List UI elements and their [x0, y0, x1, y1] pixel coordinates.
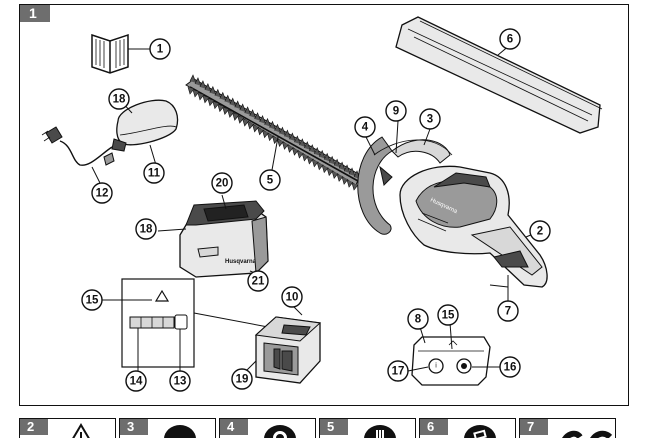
warning-triangle-icon: [72, 423, 90, 438]
black-circle-icon: [164, 425, 196, 438]
callout-number: 5: [267, 175, 274, 187]
callout-18: 18: [135, 218, 157, 240]
callout-3: 3: [419, 108, 441, 130]
callout-20: 20: [211, 172, 233, 194]
charger-adapter: [41, 99, 179, 166]
battery-pack: [254, 316, 322, 384]
callout-2: 2: [529, 220, 551, 242]
callout-number: 3: [427, 114, 433, 126]
callout-11: 11: [143, 162, 165, 184]
callout-number: 1: [157, 44, 164, 56]
callout-4: 4: [354, 116, 376, 138]
battery-circle-icon: [464, 425, 496, 438]
strip-panel-5: 5: [319, 418, 416, 438]
trimmer-body: Husqvarna: [399, 165, 548, 288]
callout-number: 18: [113, 94, 126, 106]
callout-8: 8: [407, 308, 429, 330]
strip-panel-number: 6: [420, 419, 448, 435]
strip-panel-number: 5: [320, 419, 348, 435]
callout-number: 7: [505, 306, 511, 318]
callout-9: 9: [385, 100, 407, 122]
callout-number: 20: [216, 178, 229, 190]
callout-number: 12: [96, 188, 109, 200]
callout-number: 9: [393, 106, 399, 118]
front-guard: [357, 136, 453, 235]
blade-cover: [395, 16, 603, 134]
callout-number: 18: [140, 224, 153, 236]
strip-panel-number: 4: [220, 419, 248, 435]
battery-status-panel: [121, 278, 195, 368]
control-panel-inset: i: [411, 336, 491, 386]
related-figures-strip: 2 3 4 5 6 7: [19, 418, 629, 438]
callout-number: 16: [504, 362, 517, 374]
strip-panel-6: 6: [419, 418, 516, 438]
callout-16: 16: [499, 356, 521, 378]
callout-15: 15: [437, 304, 459, 326]
callout-number: 15: [442, 310, 455, 322]
callout-14: 14: [125, 370, 147, 392]
strip-panel-3: 3: [119, 418, 216, 438]
callout-number: 8: [415, 314, 422, 326]
callout-number: 2: [537, 226, 543, 238]
callout-17: 17: [387, 360, 409, 382]
callout-number: 19: [236, 374, 249, 386]
hedge-trimmer-illustration: Husqvarna Husqvarna: [41, 16, 603, 392]
strip-panel-2: 2: [19, 418, 116, 438]
callout-12: 12: [91, 182, 113, 204]
cord-icon: [562, 430, 613, 438]
figure-1: 1 Husqvarna: [19, 4, 629, 406]
strip-panel-number: 3: [120, 419, 148, 435]
callout-15: 15: [81, 289, 103, 311]
callout-number: 6: [507, 34, 513, 46]
callout-number: 11: [148, 168, 161, 180]
callout-13: 13: [169, 370, 191, 392]
callout-number: 15: [86, 295, 99, 307]
svg-text:i: i: [435, 363, 437, 370]
callout-number: 17: [392, 366, 405, 378]
callout-number: 21: [252, 276, 265, 288]
callout-7: 7: [497, 300, 519, 322]
callout-21: 21: [247, 270, 269, 292]
callout-18: 18: [108, 88, 130, 110]
callout-19: 19: [231, 368, 253, 390]
gear-circle-icon: [264, 425, 296, 438]
callout-number: 14: [130, 376, 143, 388]
strip-panel-7: 7: [519, 418, 616, 438]
callout-6: 6: [499, 28, 521, 50]
strip-panel-number: 7: [520, 419, 548, 435]
battery-charger: Husqvarna: [179, 200, 269, 278]
strip-panel-4: 4: [219, 418, 316, 438]
glove-circle-icon: [364, 425, 396, 438]
callout-number: 10: [286, 292, 299, 304]
figure-number-tab: 1: [20, 5, 50, 22]
strip-panel-number: 2: [20, 419, 48, 435]
blade: [185, 78, 361, 186]
charger-brand-text: Husqvarna: [225, 259, 257, 265]
callout-number: 4: [362, 122, 369, 134]
callout-1: 1: [149, 38, 171, 60]
callout-10: 10: [281, 286, 303, 308]
callout-number: 13: [174, 376, 187, 388]
manual-book-icon: [91, 33, 129, 74]
callout-5: 5: [259, 169, 281, 191]
